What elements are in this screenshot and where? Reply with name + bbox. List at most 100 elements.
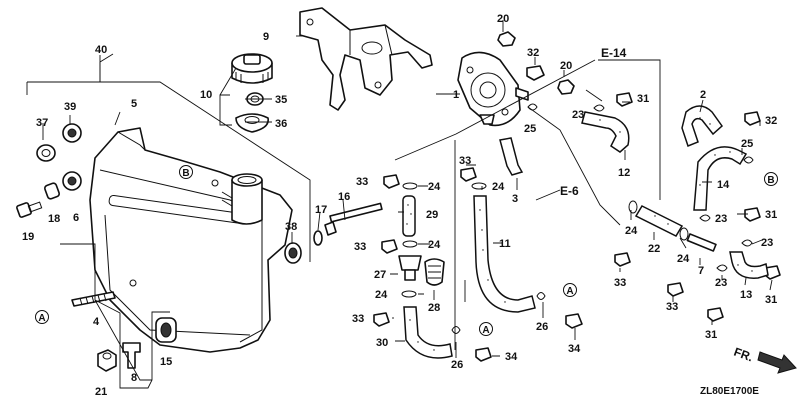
reference-e6: E-6 xyxy=(560,184,579,198)
callout-2: 2 xyxy=(700,89,706,101)
clip-33-b xyxy=(383,174,400,189)
bolt-20-upper xyxy=(497,31,516,47)
hose-13 xyxy=(729,251,769,279)
clip-31-b xyxy=(744,207,761,222)
circle-ref-b-right: B xyxy=(764,172,778,186)
front-direction-arrow: FR. xyxy=(732,345,797,374)
collar-18 xyxy=(44,182,60,200)
group-40-outline xyxy=(26,62,311,389)
callout-31a: 31 xyxy=(637,93,649,105)
circle-refs: A B A A B xyxy=(35,165,778,336)
hose-2 xyxy=(681,105,724,147)
hose-22 xyxy=(634,205,684,237)
callout-33c: 33 xyxy=(354,241,366,253)
callout-23a: 23 xyxy=(572,109,584,121)
svg-text:A: A xyxy=(38,313,45,324)
hose-texture xyxy=(406,117,753,351)
washer-17 xyxy=(313,230,323,246)
grommet-15 xyxy=(155,317,177,343)
callout-15: 15 xyxy=(160,356,172,368)
callout-23b: 23 xyxy=(715,213,727,225)
callout-20a: 20 xyxy=(497,13,509,25)
callout-26a: 26 xyxy=(536,321,548,333)
front-label: FR. xyxy=(732,345,755,365)
callout-33a: 33 xyxy=(459,155,471,167)
fuel-tank-bracket xyxy=(299,7,433,111)
fuel-cap xyxy=(231,53,273,84)
callout-12: 12 xyxy=(618,167,630,179)
cushion-6 xyxy=(62,171,82,191)
circle-ref-a-center: A xyxy=(479,322,493,336)
callout-33b: 33 xyxy=(356,176,368,188)
callout-18: 18 xyxy=(48,213,60,225)
callout-21: 21 xyxy=(95,386,107,398)
bolt-19 xyxy=(16,201,43,218)
callout-38: 38 xyxy=(285,221,297,233)
callout-23d: 23 xyxy=(715,277,727,289)
callout-19: 19 xyxy=(22,231,34,243)
callout-24d: 24 xyxy=(375,289,388,301)
nut-21 xyxy=(97,349,117,372)
stud-bolt-4 xyxy=(71,291,116,307)
clip-32-right xyxy=(744,111,761,126)
hose-14 xyxy=(693,146,748,211)
grommet-39 xyxy=(62,123,82,143)
callout-35: 35 xyxy=(275,94,287,106)
clip-31-d xyxy=(707,307,724,322)
clip-32-top xyxy=(526,65,545,81)
callout-30: 30 xyxy=(376,337,388,349)
leader-lines xyxy=(42,20,773,358)
callout-40: 40 xyxy=(95,44,107,56)
callout-17: 17 xyxy=(315,204,327,216)
callout-7: 7 xyxy=(698,265,704,277)
callout-numbers: 1 2 3 4 5 6 7 8 9 10 11 12 13 14 15 16 1… xyxy=(22,13,777,398)
svg-text:A: A xyxy=(566,286,573,297)
cap-strainer-36 xyxy=(235,113,269,133)
callout-3: 3 xyxy=(512,193,518,205)
callout-23c: 23 xyxy=(761,237,773,249)
circle-ref-a-left: A xyxy=(35,310,49,324)
clip-34-b xyxy=(475,347,492,362)
callout-24f: 24 xyxy=(677,253,690,265)
clamp-26-set xyxy=(451,292,546,334)
callout-24b: 24 xyxy=(492,181,505,193)
bolt-20-right xyxy=(557,79,575,95)
clamp-24-set xyxy=(401,182,689,298)
callout-10: 10 xyxy=(200,89,212,101)
callout-9: 9 xyxy=(263,31,269,43)
clip-33-c xyxy=(381,239,398,254)
callout-31c: 31 xyxy=(765,294,777,306)
callout-33e: 33 xyxy=(614,277,626,289)
callout-24e: 24 xyxy=(625,225,638,237)
clamp-23-set xyxy=(593,104,753,272)
clip-31-a xyxy=(616,92,633,107)
callout-29: 29 xyxy=(426,209,438,221)
callout-31b: 31 xyxy=(765,209,777,221)
callout-39: 39 xyxy=(64,101,76,113)
fuel-filter-27 xyxy=(398,255,422,281)
callout-27: 27 xyxy=(374,269,386,281)
callout-28: 28 xyxy=(428,302,440,314)
callout-25b: 25 xyxy=(741,138,753,150)
callout-26b: 26 xyxy=(451,359,463,371)
fuel-tube-30 xyxy=(403,306,453,359)
svg-text:B: B xyxy=(767,175,774,186)
callout-6: 6 xyxy=(73,212,79,224)
callout-1: 1 xyxy=(453,89,459,101)
clip-33-e xyxy=(614,252,631,267)
fuel-tube-11 xyxy=(473,195,536,313)
callout-25a: 25 xyxy=(524,123,536,135)
hose-12 xyxy=(581,111,630,153)
drawing-code: ZL80E1700E xyxy=(700,386,759,397)
circle-ref-a-right: A xyxy=(563,283,577,297)
fuel-tube-3 xyxy=(499,137,524,176)
callout-22: 22 xyxy=(648,243,660,255)
callout-32a: 32 xyxy=(527,47,539,59)
clip-33-f xyxy=(667,282,684,297)
callout-32b: 32 xyxy=(765,115,777,127)
callout-24a: 24 xyxy=(428,181,441,193)
callout-34b: 34 xyxy=(568,343,581,355)
callout-4: 4 xyxy=(93,316,100,328)
